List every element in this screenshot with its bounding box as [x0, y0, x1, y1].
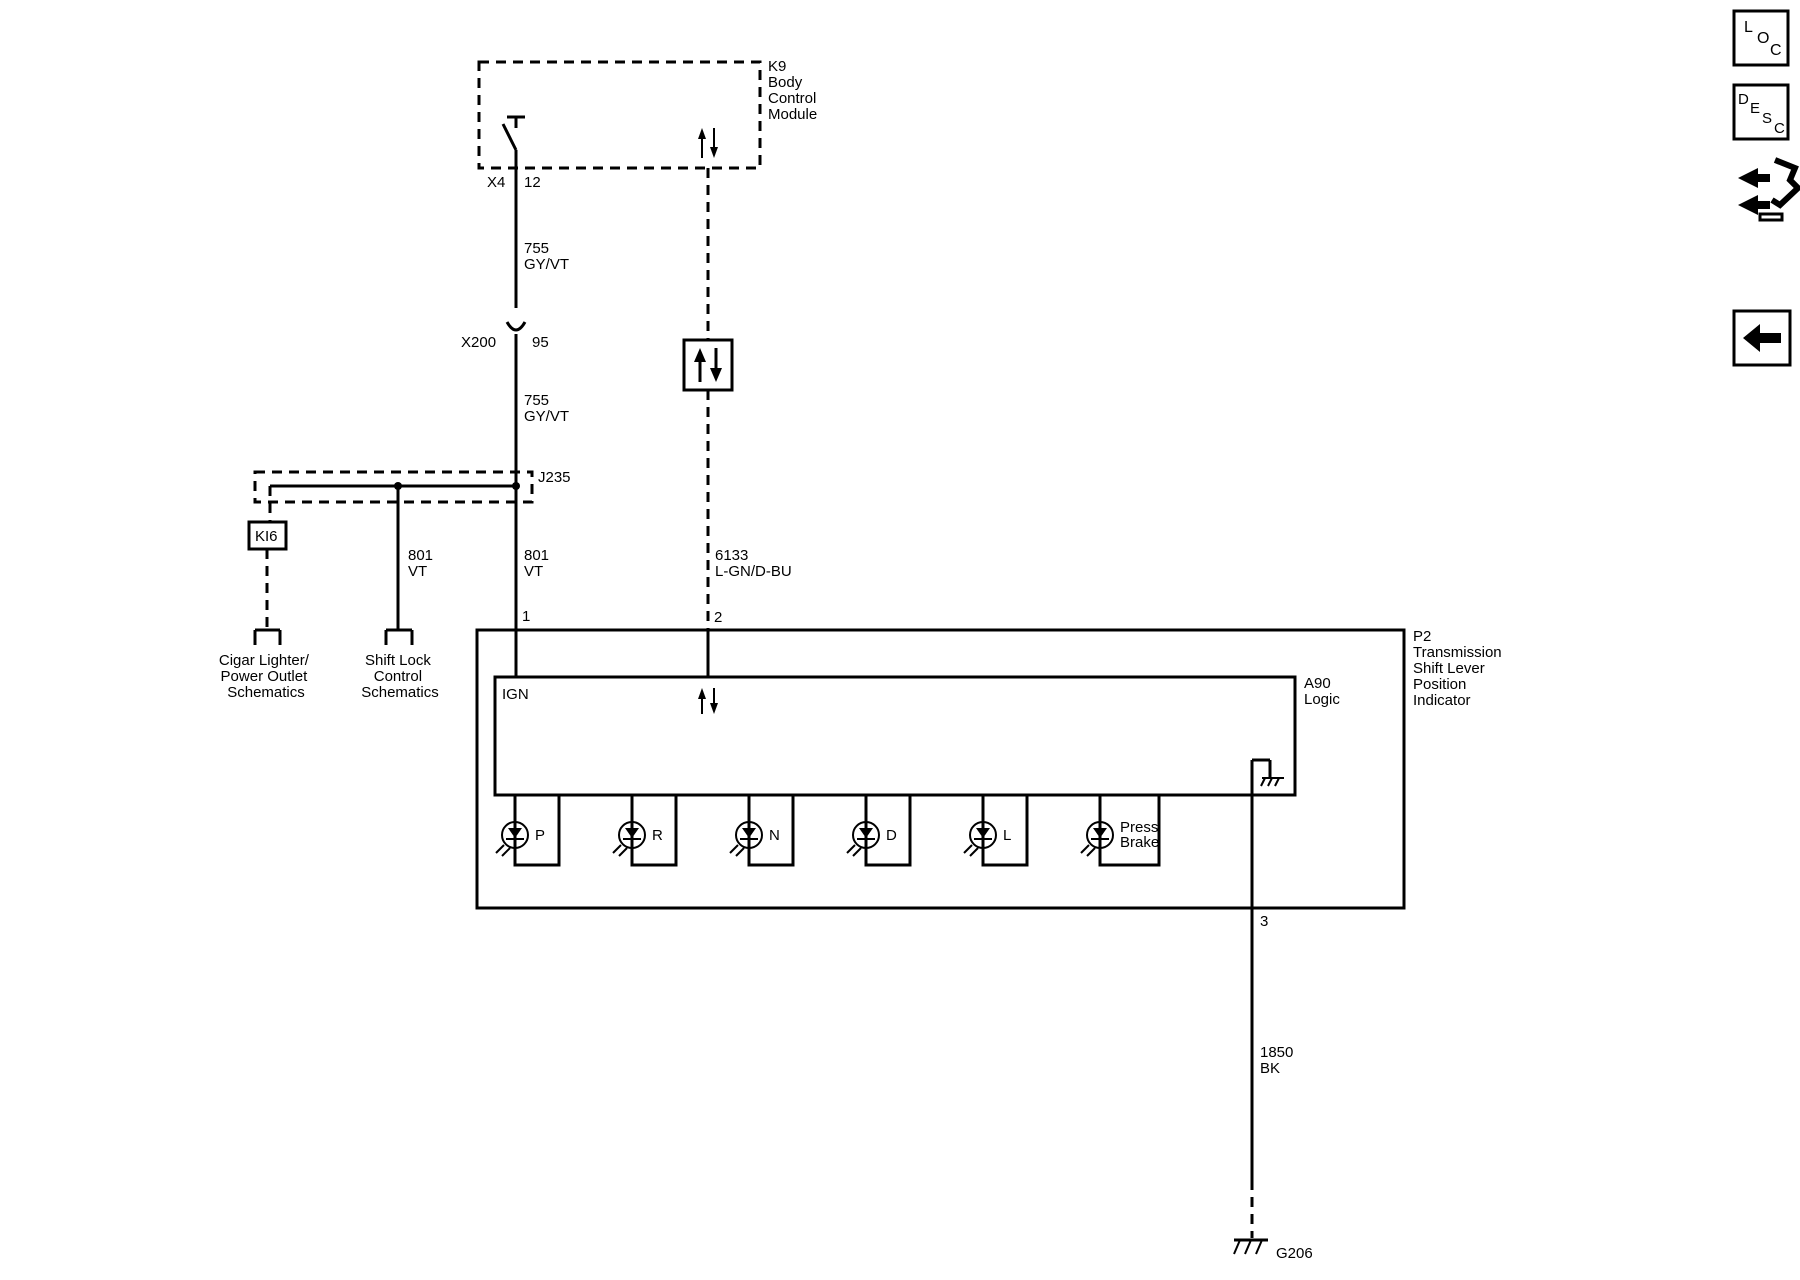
- x4-connector-label: X4: [487, 174, 505, 191]
- led-label: P: [535, 827, 545, 844]
- cigar-lighter-reference-label[interactable]: Cigar Lighter/ Power Outlet Schematics: [219, 652, 313, 701]
- led-indicator-l: L: [963, 795, 1029, 867]
- svg-text:O: O: [1757, 30, 1769, 47]
- led-label: N: [769, 827, 780, 844]
- wire-801-left-label: 801 VT: [408, 547, 437, 580]
- back-button[interactable]: [1732, 309, 1792, 367]
- p2-indicator-label: P2 Transmission Shift Lever Position Ind…: [1413, 628, 1506, 709]
- svg-text:D: D: [1738, 91, 1749, 108]
- wire-6133-label: 6133 L-GN/D-BU: [715, 547, 792, 580]
- x200-connector-icon: [505, 321, 527, 332]
- k9-module-label: K9 Body Control Module: [768, 58, 821, 123]
- led-indicator-p: P: [495, 795, 561, 867]
- serial-data-symbol-box: [682, 338, 734, 392]
- description-view-button[interactable]: D E S C: [1732, 83, 1790, 141]
- x200-pin-label: 95: [532, 334, 549, 351]
- j235-splice-label: J235: [538, 469, 571, 486]
- led-label: L: [1003, 827, 1011, 844]
- p2-indicator-outline: [475, 628, 1406, 910]
- ign-input-label: IGN: [502, 686, 529, 703]
- a90-data-arrows-icon: [698, 688, 718, 714]
- shift-lock-reference-label[interactable]: Shift Lock Control Schematics: [361, 652, 439, 701]
- connector-view-icon[interactable]: [1738, 157, 1800, 222]
- k9-internal-switch-icon: [501, 115, 525, 168]
- x4-pin-label: 12: [524, 174, 541, 191]
- ground-g206-label: G206: [1276, 1245, 1313, 1262]
- wire-801-right-label: 801 VT: [524, 547, 553, 580]
- location-view-button[interactable]: L O C: [1732, 9, 1790, 67]
- p2-pin1-label: 1: [522, 608, 530, 625]
- a90-logic-label: A90 Logic: [1304, 675, 1340, 708]
- j235-splice-outline: [253, 470, 534, 504]
- p2-pin2-label: 2: [714, 609, 722, 626]
- svg-text:L: L: [1744, 19, 1753, 36]
- svg-text:E: E: [1750, 100, 1760, 117]
- serial-data-arrows-icon: [694, 348, 722, 382]
- svg-text:S: S: [1762, 110, 1772, 127]
- x200-connector-label: X200: [461, 334, 496, 351]
- led-indicator-d: D: [846, 795, 912, 867]
- svg-text:C: C: [1774, 120, 1785, 137]
- cigar-lighter-reference-arrow: [253, 628, 282, 645]
- led-label: R: [652, 827, 663, 844]
- wire-1850-label: 1850 BK: [1260, 1044, 1298, 1077]
- a90-logic-outline: [493, 675, 1297, 797]
- a90-internal-ground-icon: [1250, 758, 1284, 795]
- back-arrow-icon: [1743, 324, 1781, 352]
- k9-module-outline: [477, 60, 762, 170]
- led-indicator-r: R: [612, 795, 678, 867]
- wire-755-lower-label: 755 GY/VT: [524, 392, 569, 425]
- p2-pin3-label: 3: [1260, 913, 1268, 930]
- led-label: D: [886, 827, 897, 844]
- k9-data-arrows-icon: [698, 128, 718, 158]
- led-indicator-n: N: [729, 795, 795, 867]
- wire-755-upper-label: 755 GY/VT: [524, 240, 569, 273]
- j235-splice-node-right: [512, 482, 520, 490]
- ground-g206-icon: [1233, 1238, 1268, 1255]
- shift-lock-reference-arrow: [384, 628, 414, 645]
- ki6-connector-label: KI6: [255, 528, 278, 545]
- svg-text:C: C: [1770, 42, 1782, 59]
